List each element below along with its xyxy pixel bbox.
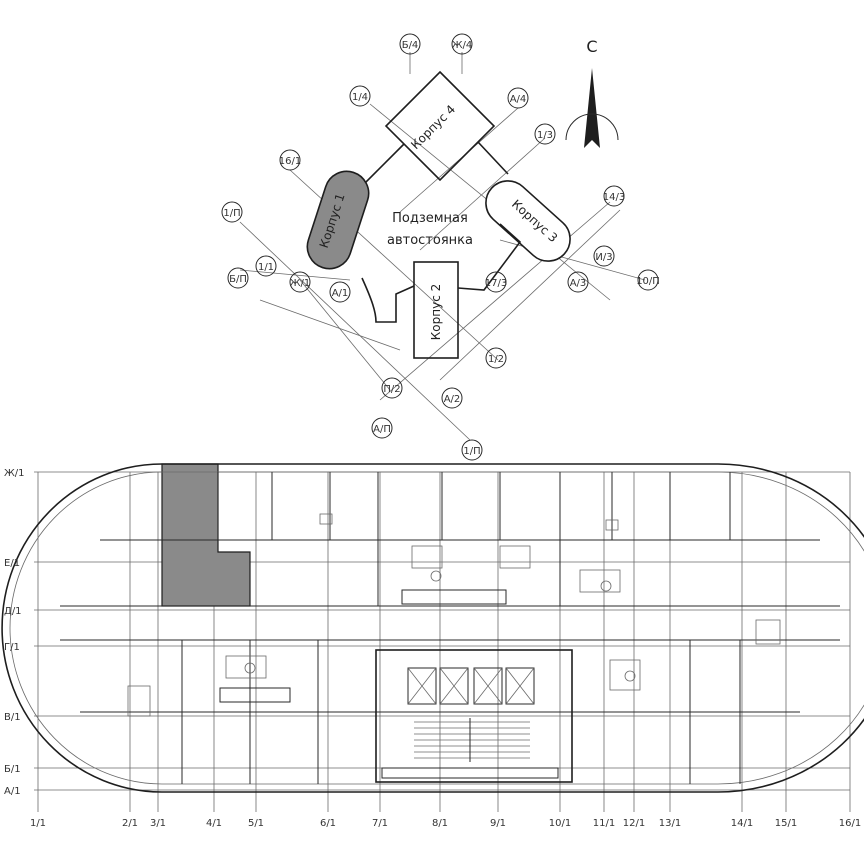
col-axis-lines [37, 472, 851, 812]
col-axis-label: 5/1 [248, 818, 264, 829]
col-axis-label: 9/1 [490, 818, 506, 829]
row-axis-label: Б/1 [4, 764, 21, 775]
north-arrow: С [565, 37, 619, 148]
row-axis-labels: Ж/1Е/1Д/1Г/1В/1Б/1А/1 [4, 468, 25, 797]
axis-marker: 1/4 [352, 92, 368, 103]
col-axis-label: 15/1 [775, 818, 797, 829]
row-axis-label: А/1 [4, 786, 21, 797]
col-axis-label: 11/1 [593, 818, 615, 829]
axis-marker: 1/2 [488, 354, 504, 365]
col-axis-label: 7/1 [372, 818, 388, 829]
col-axis-label: 13/1 [659, 818, 681, 829]
building-1-shape [306, 170, 370, 270]
row-axis-label: В/1 [4, 712, 21, 723]
axis-marker: И/3 [595, 252, 612, 263]
axis-marker: А/2 [444, 394, 461, 405]
col-axis-label: 3/1 [150, 818, 166, 829]
building-outline-inner [9, 471, 864, 785]
axis-marker: 1/П [223, 208, 240, 219]
row-axis-label: Г/1 [4, 642, 20, 653]
axis-marker: А/3 [570, 278, 587, 289]
interior-partitions [60, 472, 840, 784]
axis-marker: Б/4 [402, 40, 419, 51]
axis-marker: П/2 [383, 384, 400, 395]
parking-label-line1: Подземная [392, 211, 468, 226]
site-corridors [359, 141, 509, 189]
axis-marker: Ж/4 [452, 40, 473, 51]
building-4: Корпус 4 [384, 70, 496, 182]
parking-outline [361, 223, 522, 323]
row-axis-label: Е/1 [4, 558, 20, 569]
building-core [375, 649, 573, 783]
col-axis-label: 1/1 [30, 818, 46, 829]
col-axis-label: 12/1 [623, 818, 645, 829]
axis-marker: 1/1 [258, 262, 274, 273]
axis-marker: 10/П [636, 276, 660, 287]
building-1: Корпус 1 [306, 170, 370, 270]
parking-label-line2: автостоянка [387, 233, 473, 248]
north-arrow-icon [584, 68, 600, 148]
axis-marker: 14/3 [603, 192, 625, 203]
axis-marker: Ж/1 [290, 278, 311, 289]
north-label: С [586, 37, 597, 56]
building-4-label: Корпус 4 [408, 102, 458, 152]
axis-marker: А/4 [510, 94, 527, 105]
building-3-shape [485, 180, 571, 262]
col-axis-label: 8/1 [432, 818, 448, 829]
axis-marker: 17/3 [485, 278, 507, 289]
stair [414, 718, 530, 762]
axis-marker: А/П [373, 424, 391, 435]
col-axis-label: 10/1 [549, 818, 571, 829]
row-axis-label: Д/1 [4, 606, 22, 617]
axis-marker: А/1 [332, 288, 349, 299]
floor-plan: Ж/1Е/1Д/1Г/1В/1Б/1А/1 1/1 2/1 3/1 4/1 5/1 6/1… [1, 463, 864, 829]
building-2-label: Корпус 2 [429, 284, 443, 340]
col-axis-label: 6/1 [320, 818, 336, 829]
building-3: Корпус 3 [485, 180, 571, 262]
axis-marker: 16/1 [279, 156, 301, 167]
col-axis-label: 16/1 [839, 818, 861, 829]
col-axis-label: 14/1 [731, 818, 753, 829]
row-axis-label: Ж/1 [4, 468, 25, 479]
col-axis-label: 4/1 [206, 818, 222, 829]
site-axis-markers: Б/4 Ж/4 1/4 А/4 1/3 16/1 1/П Б/П 1/1 Ж/1… [221, 33, 660, 461]
col-axis-label: 2/1 [122, 818, 138, 829]
building-outline [1, 463, 864, 793]
col-axis-labels: 1/1 2/1 3/1 4/1 5/1 6/1 7/1 8/1 9/1 10/1 11/1 12/1 1… [30, 818, 861, 829]
axis-marker: 1/3 [537, 130, 553, 141]
sanitary-fixtures [127, 513, 781, 717]
building-2: Корпус 2 [413, 261, 459, 359]
highlighted-apartment [161, 463, 251, 607]
axis-marker: Б/П [229, 274, 247, 285]
axis-marker: 1/П [463, 446, 480, 457]
